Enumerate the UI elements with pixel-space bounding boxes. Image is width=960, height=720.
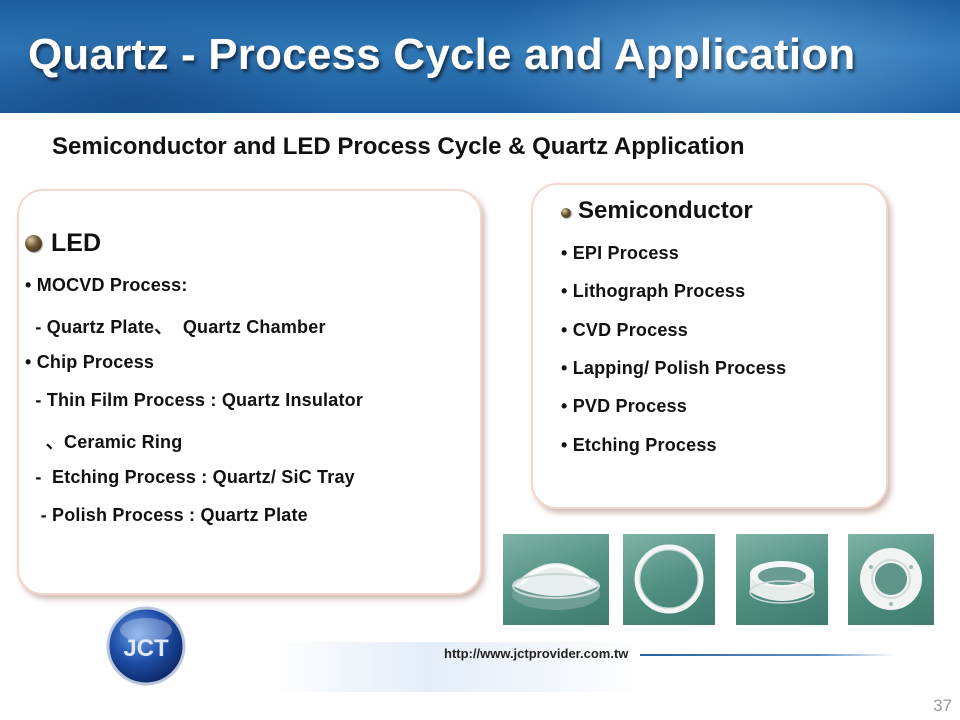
bullet-ball-icon bbox=[25, 235, 42, 252]
quartz-dome-photo bbox=[503, 534, 609, 625]
banner-glow bbox=[480, 0, 960, 113]
slide-title: Quartz - Process Cycle and Application bbox=[28, 30, 856, 79]
led-line-thin-film: - Thin Film Process : Quartz Insulator bbox=[25, 390, 364, 410]
bullet-ball-icon bbox=[561, 207, 571, 218]
quartz-ring-photo bbox=[623, 534, 715, 625]
footer-bar bbox=[270, 642, 900, 692]
quartz-collar-photo bbox=[736, 534, 828, 625]
semi-item-lithograph: • Lithograph Process bbox=[561, 281, 746, 301]
jct-logo: JCT bbox=[104, 606, 188, 690]
led-line-ceramic-ring: 、Ceramic Ring bbox=[25, 432, 183, 452]
website-url[interactable]: http://www.jctprovider.com.tw bbox=[444, 646, 629, 661]
ceramic-ring-photo bbox=[848, 534, 934, 625]
semi-item-epi: • EPI Process bbox=[561, 243, 679, 263]
page-number: 37 bbox=[933, 696, 952, 715]
semi-item-etching: • Etching Process bbox=[561, 435, 717, 455]
led-line-quartz-plate: - Quartz Plate、 Quartz Chamber bbox=[25, 317, 326, 337]
led-line-chip-process: • Chip Process bbox=[25, 352, 155, 372]
led-heading-text: LED bbox=[51, 229, 101, 257]
semiconductor-heading-text: Semiconductor bbox=[578, 197, 753, 224]
url-underline bbox=[640, 654, 895, 656]
semi-item-lapping: • Lapping/ Polish Process bbox=[561, 358, 787, 378]
led-heading: LED bbox=[25, 229, 101, 258]
banner-shadow bbox=[0, 20, 340, 113]
title-banner: Quartz - Process Cycle and Application bbox=[0, 0, 960, 113]
semiconductor-heading: Semiconductor bbox=[561, 197, 753, 225]
led-line-polish: - Polish Process : Quartz Plate bbox=[25, 505, 308, 525]
led-line-etching: - Etching Process : Quartz/ SiC Tray bbox=[25, 467, 355, 487]
slide-subtitle: Semiconductor and LED Process Cycle & Qu… bbox=[52, 133, 745, 160]
semiconductor-panel: Semiconductor • EPI Process • Lithograph… bbox=[531, 183, 888, 509]
led-line-mocvd: • MOCVD Process: bbox=[25, 275, 188, 295]
logo-text: JCT bbox=[123, 635, 169, 662]
led-panel: LED • MOCVD Process: - Quartz Plate、 Qua… bbox=[17, 189, 482, 595]
semi-item-pvd: • PVD Process bbox=[561, 396, 687, 416]
semi-item-cvd: • CVD Process bbox=[561, 320, 688, 340]
